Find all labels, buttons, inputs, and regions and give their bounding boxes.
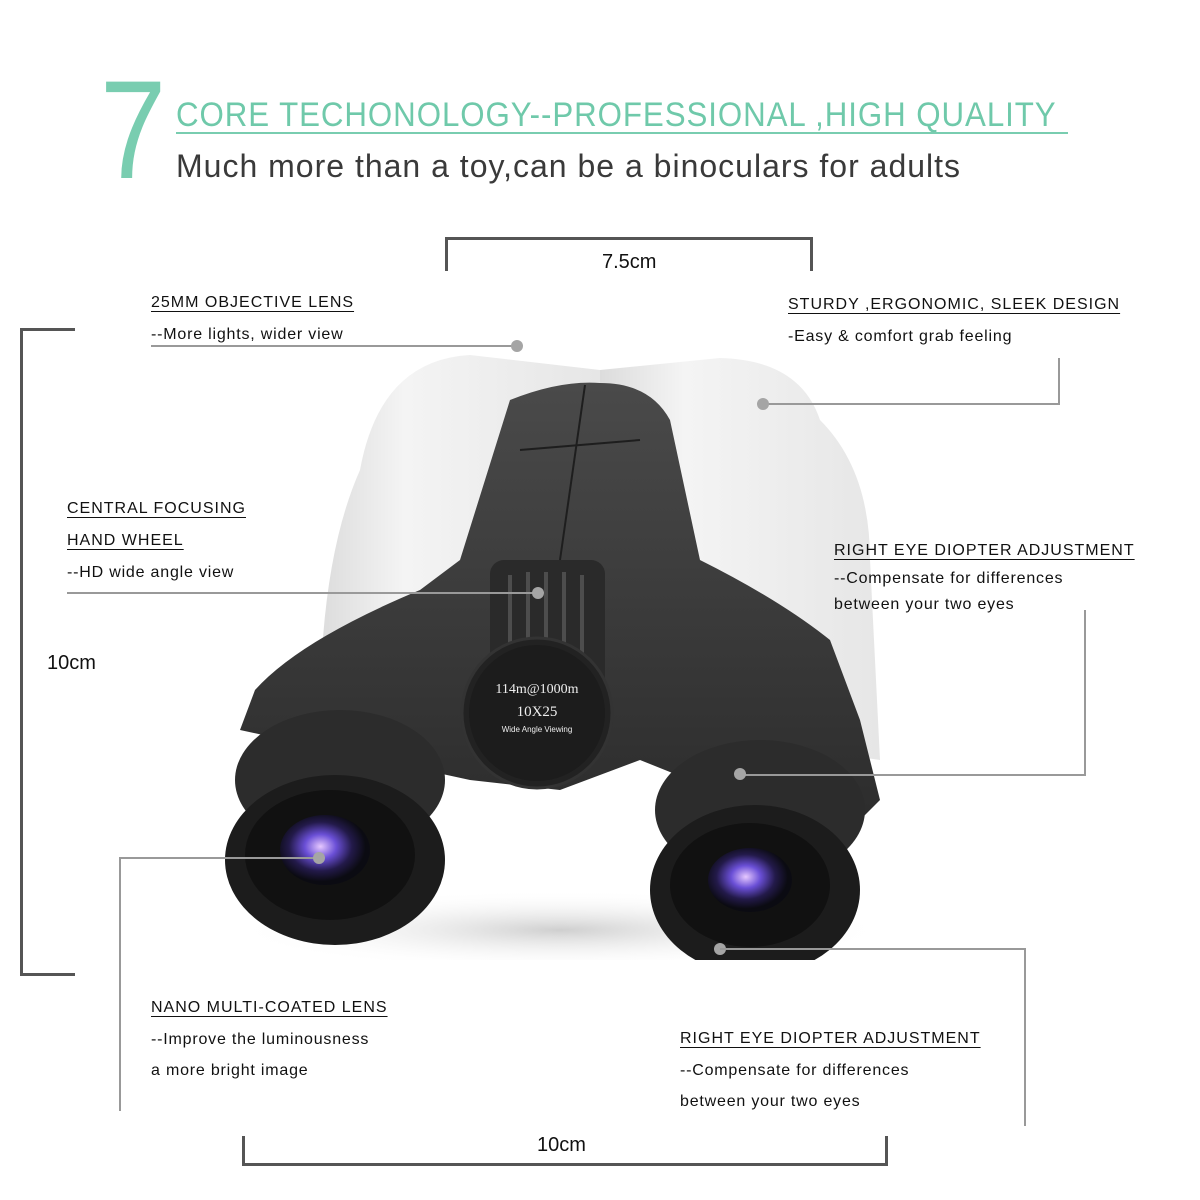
callout-focus-wheel-desc: --HD wide angle view [67, 564, 235, 581]
left-dimension-tick-bottom [20, 973, 75, 976]
bottom-dimension-tick-left [242, 1136, 245, 1166]
callout-objective-lens-desc: --More lights, wider view [151, 326, 344, 343]
callout-objective-lens-leader [151, 345, 515, 347]
left-dimension-tick-top [20, 328, 75, 331]
top-dimension-bar [445, 237, 813, 240]
feature-number: 7 [100, 51, 167, 208]
top-dimension-label: 7.5cm [602, 251, 657, 273]
bottom-dimension-label: 10cm [537, 1134, 586, 1156]
callout-diopter-upper-dot [734, 768, 746, 780]
top-dimension-tick-left [445, 237, 448, 271]
headline-title: CORE TECHONOLOGY--PROFESSIONAL ,HIGH QUA… [176, 96, 1057, 134]
focus-wheel-magnification: 10X25 [516, 704, 558, 720]
callout-design-dot [757, 398, 769, 410]
callout-focus-wheel-leader [67, 592, 537, 594]
callout-diopter-upper-leader-vertical [1084, 610, 1086, 775]
callout-diopter-lower-leader-vertical [1024, 948, 1026, 1126]
focus-wheel-subtext: Wide Angle Viewing [501, 725, 573, 734]
callout-objective-lens-dot [511, 340, 523, 352]
callout-diopter-lower-leader-horizontal [720, 948, 1026, 950]
callout-coated-lens-leader-horizontal [119, 857, 319, 859]
left-dimension-label: 10cm [47, 652, 96, 674]
callout-coated-lens-desc-line2: a more bright image [151, 1062, 309, 1079]
left-dimension-bar [20, 328, 23, 976]
callout-diopter-upper-desc-line2: between your two eyes [834, 596, 1015, 613]
top-dimension-tick-right [810, 237, 813, 271]
callout-design-leader-horizontal [766, 403, 1060, 405]
callout-coated-lens-desc-line1: --Improve the luminousness [151, 1031, 370, 1048]
callout-objective-lens-title: 25MM OBJECTIVE LENS [151, 294, 355, 311]
callout-diopter-lower-desc-line1: --Compensate for differences [680, 1062, 910, 1079]
callout-diopter-upper-desc-line1: --Compensate for differences [834, 570, 1064, 587]
binoculars-image [225, 355, 890, 960]
headline-subtitle: Much more than a toy,can be a binoculars… [176, 148, 962, 184]
callout-diopter-lower-title: RIGHT EYE DIOPTER ADJUSTMENT [680, 1030, 981, 1047]
headline-underline [176, 132, 1068, 134]
callout-diopter-upper-leader-horizontal [740, 774, 1086, 776]
callout-coated-lens-title: NANO MULTI-COATED LENS [151, 999, 388, 1016]
callout-coated-lens-leader-vertical [119, 858, 121, 1111]
callout-coated-lens-dot [313, 852, 325, 864]
bottom-dimension-bar [242, 1163, 888, 1166]
focus-wheel-field-of-view: 114m@1000m [495, 682, 579, 697]
callout-focus-wheel-title-line1: CENTRAL FOCUSING [67, 500, 246, 517]
callout-design-title: STURDY ,ERGONOMIC, SLEEK DESIGN [788, 296, 1121, 313]
callout-diopter-lower-desc-line2: between your two eyes [680, 1093, 861, 1110]
callout-focus-wheel-dot [532, 587, 544, 599]
bottom-dimension-tick-right [885, 1136, 888, 1166]
callout-focus-wheel-title-line2: HAND WHEEL [67, 532, 184, 549]
callout-diopter-upper-title: RIGHT EYE DIOPTER ADJUSTMENT [834, 542, 1135, 559]
focus-wheel-label: 114m@1000m 10X25 Wide Angle Viewing [470, 682, 604, 734]
callout-design-desc: -Easy & comfort grab feeling [788, 328, 1013, 345]
callout-design-leader-vertical [1058, 358, 1060, 404]
